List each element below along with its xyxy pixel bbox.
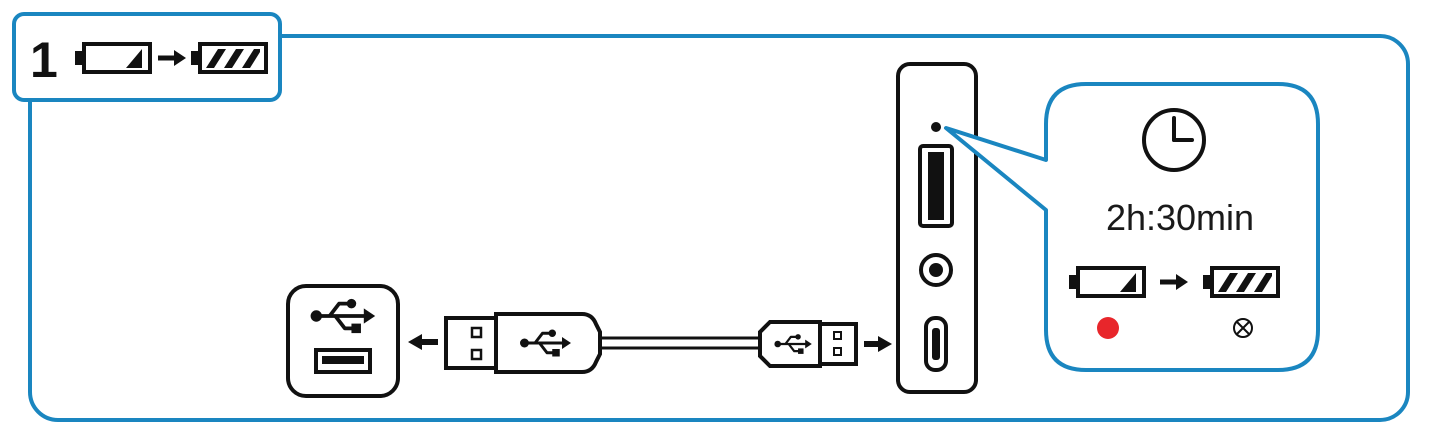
battery-low-icon xyxy=(1067,266,1146,298)
usb-a-port xyxy=(918,144,954,228)
usb-power-source xyxy=(286,284,400,398)
battery-full-icon xyxy=(189,42,268,74)
arrow-right-icon xyxy=(158,50,186,66)
charging-time: 2h:30min xyxy=(1106,197,1254,238)
arrow-right-icon xyxy=(864,336,892,352)
step-number: 1 xyxy=(30,32,58,88)
device-side-panel xyxy=(896,62,978,394)
battery-low-icon xyxy=(73,42,152,74)
step-header: 1 xyxy=(12,12,282,102)
clock-icon xyxy=(1142,108,1206,172)
charging-led-red-icon xyxy=(1097,317,1119,339)
usb-port-icon xyxy=(314,348,372,374)
micro-usb-plug xyxy=(758,320,858,368)
led-indicator xyxy=(931,122,941,132)
arrow-left-icon xyxy=(408,334,438,350)
battery-full-icon xyxy=(1201,266,1280,298)
micro-usb-port xyxy=(924,316,948,372)
charging-callout: 2h:30min xyxy=(944,82,1320,372)
usb-cable xyxy=(600,336,760,350)
arrow-right-icon xyxy=(1160,274,1188,290)
led-off-icon xyxy=(1233,318,1253,338)
usb-a-plug xyxy=(444,312,602,374)
audio-jack xyxy=(919,253,953,287)
